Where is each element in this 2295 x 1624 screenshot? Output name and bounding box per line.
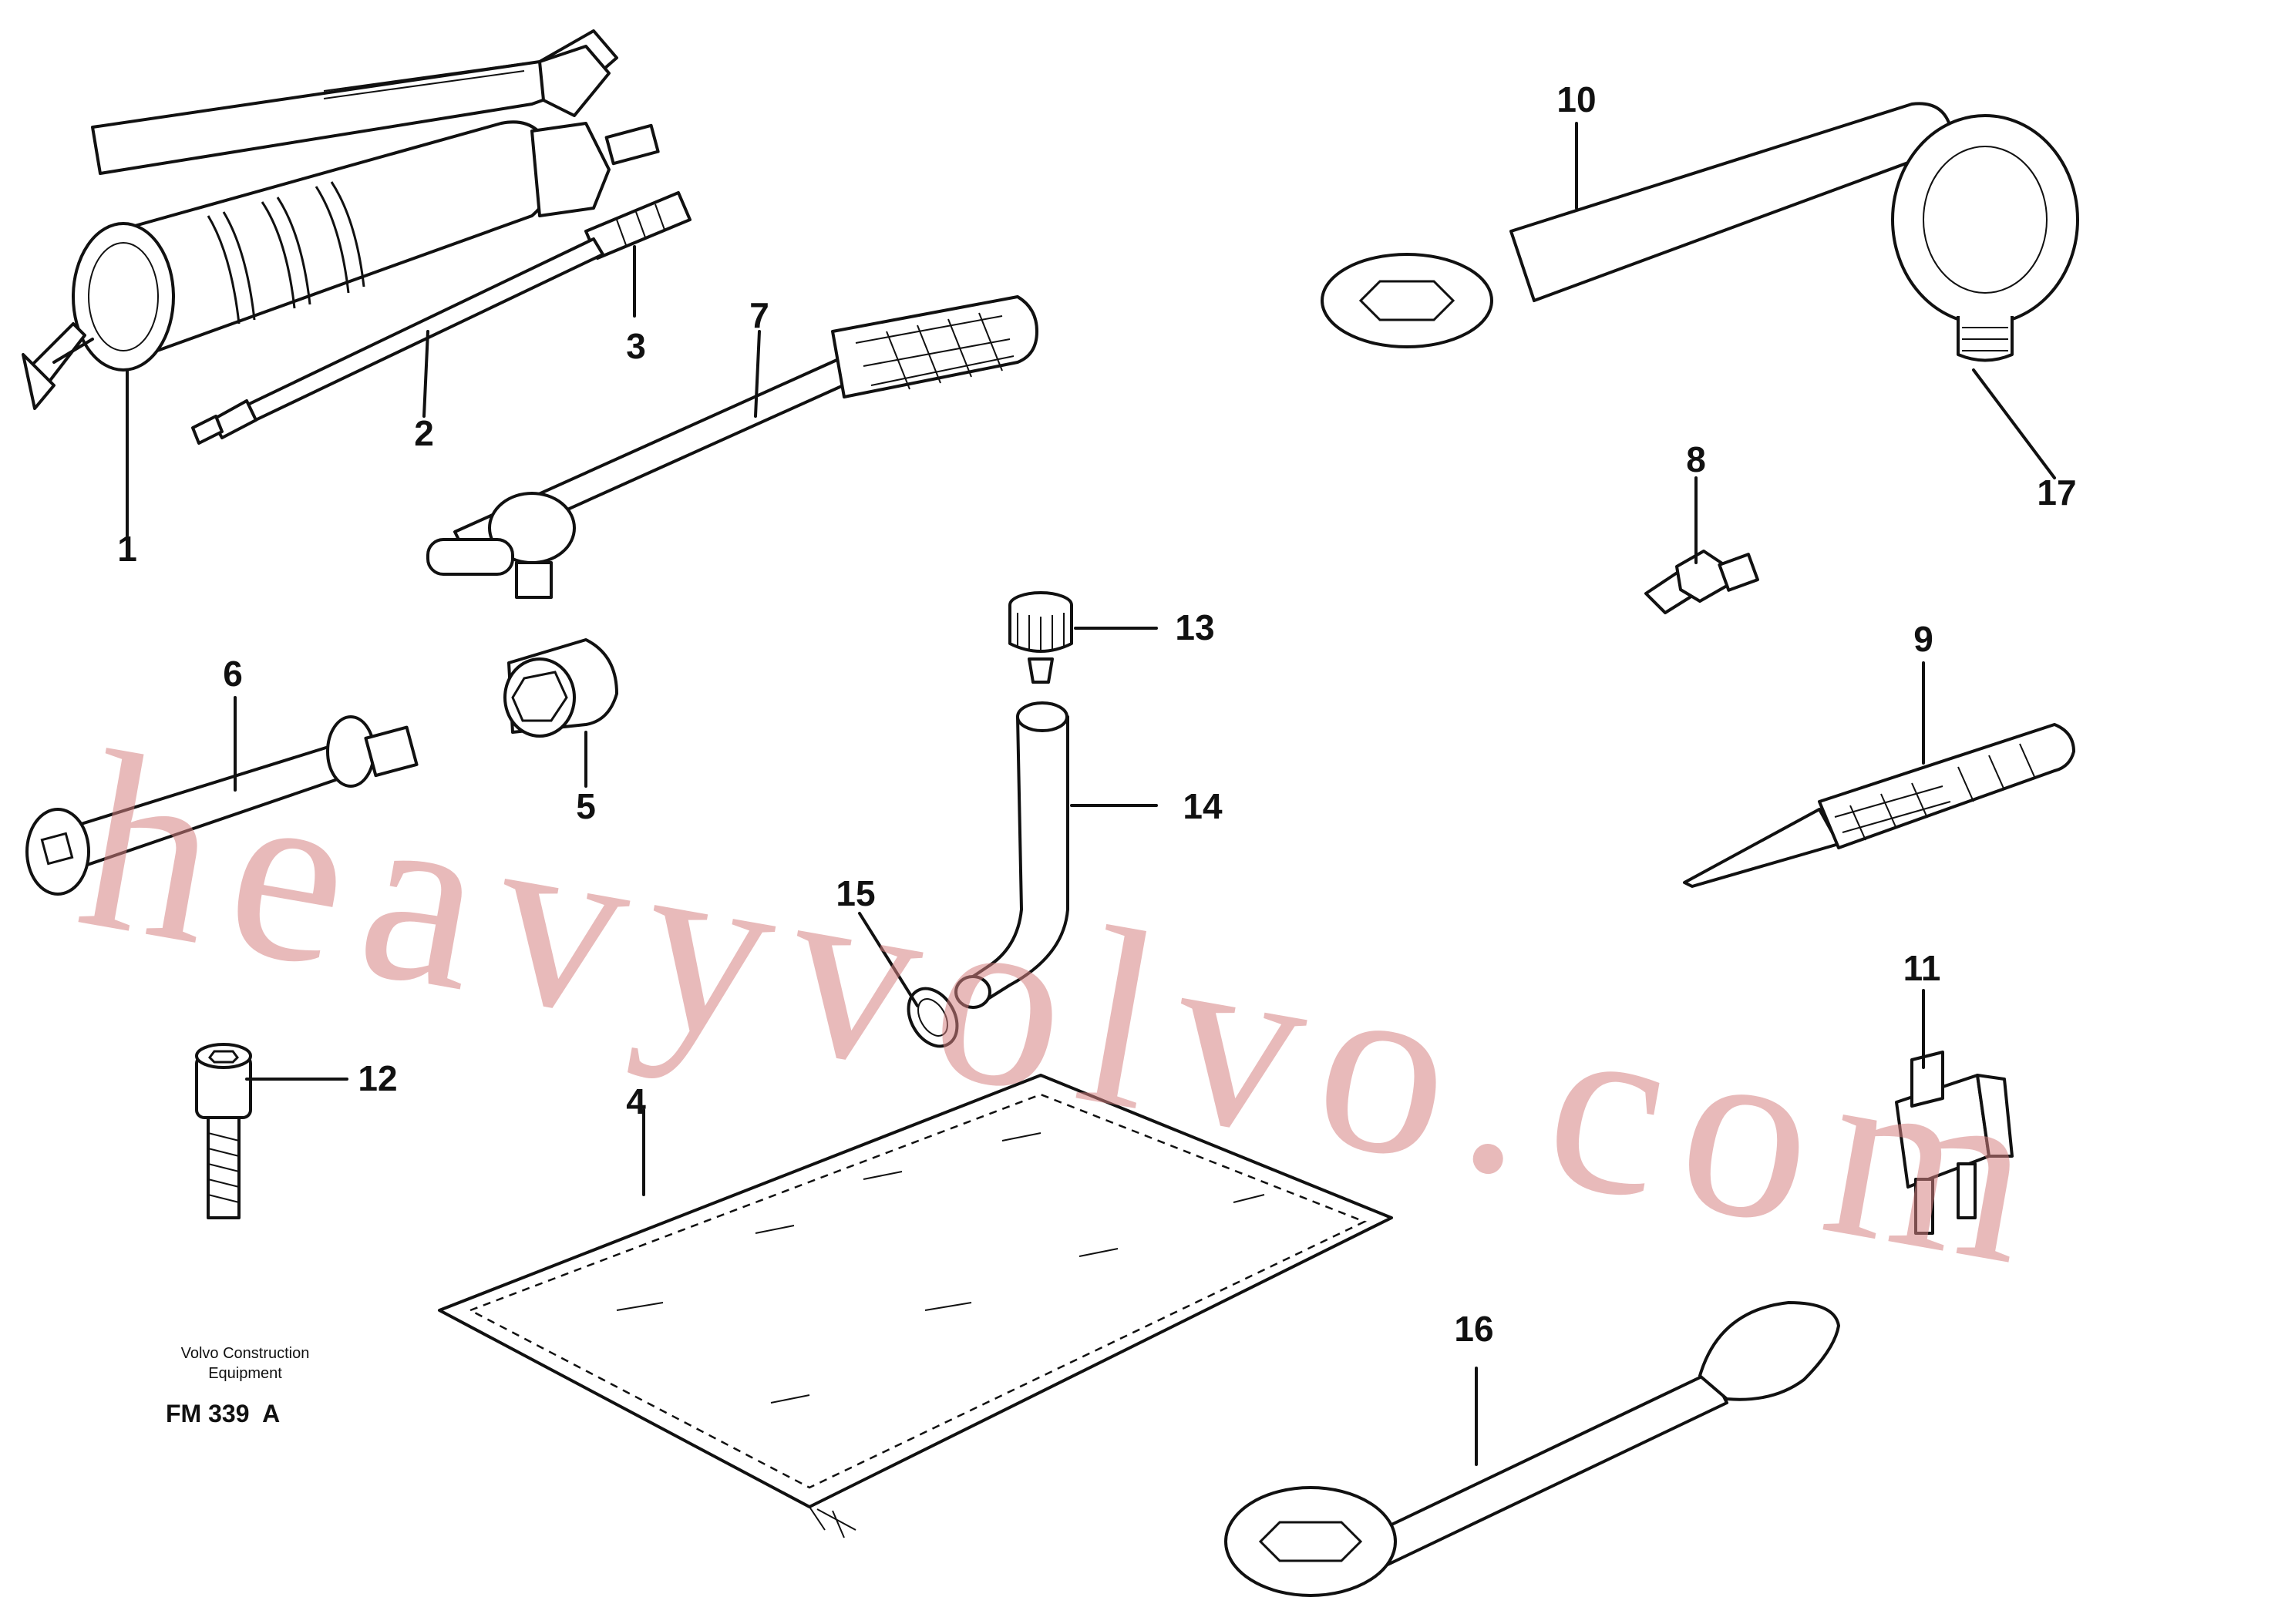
callout-3: 3 — [626, 326, 646, 366]
credit-block: Volvo Construction Equipment FM 339 A — [166, 1345, 309, 1427]
ratchet-handle — [426, 295, 1038, 599]
callout-2: 2 — [414, 413, 434, 453]
callout-13: 13 — [1175, 607, 1214, 647]
callout-7: 7 — [749, 295, 769, 335]
grease-nipple — [1644, 550, 1759, 614]
callout-11: 11 — [1903, 948, 1941, 988]
blade-fuse — [1895, 1051, 2014, 1235]
callout-16: 16 — [1454, 1309, 1493, 1349]
disc-cap — [1891, 114, 2079, 362]
ring-spanner-large — [1321, 102, 1952, 348]
center-punch — [1683, 723, 2075, 888]
bent-tube — [954, 701, 1069, 1009]
socket — [503, 638, 618, 738]
tool-bag — [438, 1074, 1393, 1538]
knurled-cap — [1008, 591, 1073, 684]
credit-line-2: Equipment — [208, 1365, 282, 1382]
combination-spanner — [1224, 1301, 1840, 1597]
leader-lines — [126, 122, 2056, 1466]
extension-bar — [25, 715, 419, 896]
grease-gun — [22, 29, 692, 445]
callout-10: 10 — [1556, 79, 1596, 119]
callout-6: 6 — [223, 654, 243, 694]
callout-14: 14 — [1183, 786, 1223, 826]
hose-clamp — [907, 987, 959, 1048]
credit-line-1: Volvo Construction — [181, 1345, 310, 1362]
callout-1: 1 — [117, 529, 137, 569]
callout-5: 5 — [576, 786, 596, 826]
callout-12: 12 — [358, 1058, 397, 1098]
callout-15: 15 — [836, 873, 875, 913]
callout-9: 9 — [1913, 619, 1933, 659]
callout-4: 4 — [626, 1081, 646, 1121]
callout-17: 17 — [2037, 472, 2076, 513]
figure-code: FM 339 A — [166, 1400, 280, 1427]
cap-screw — [195, 1043, 252, 1219]
callout-8: 8 — [1686, 439, 1706, 479]
callout-labels: 1 2 3 4 5 6 7 8 9 10 11 12 13 14 15 16 1… — [117, 79, 2076, 1349]
